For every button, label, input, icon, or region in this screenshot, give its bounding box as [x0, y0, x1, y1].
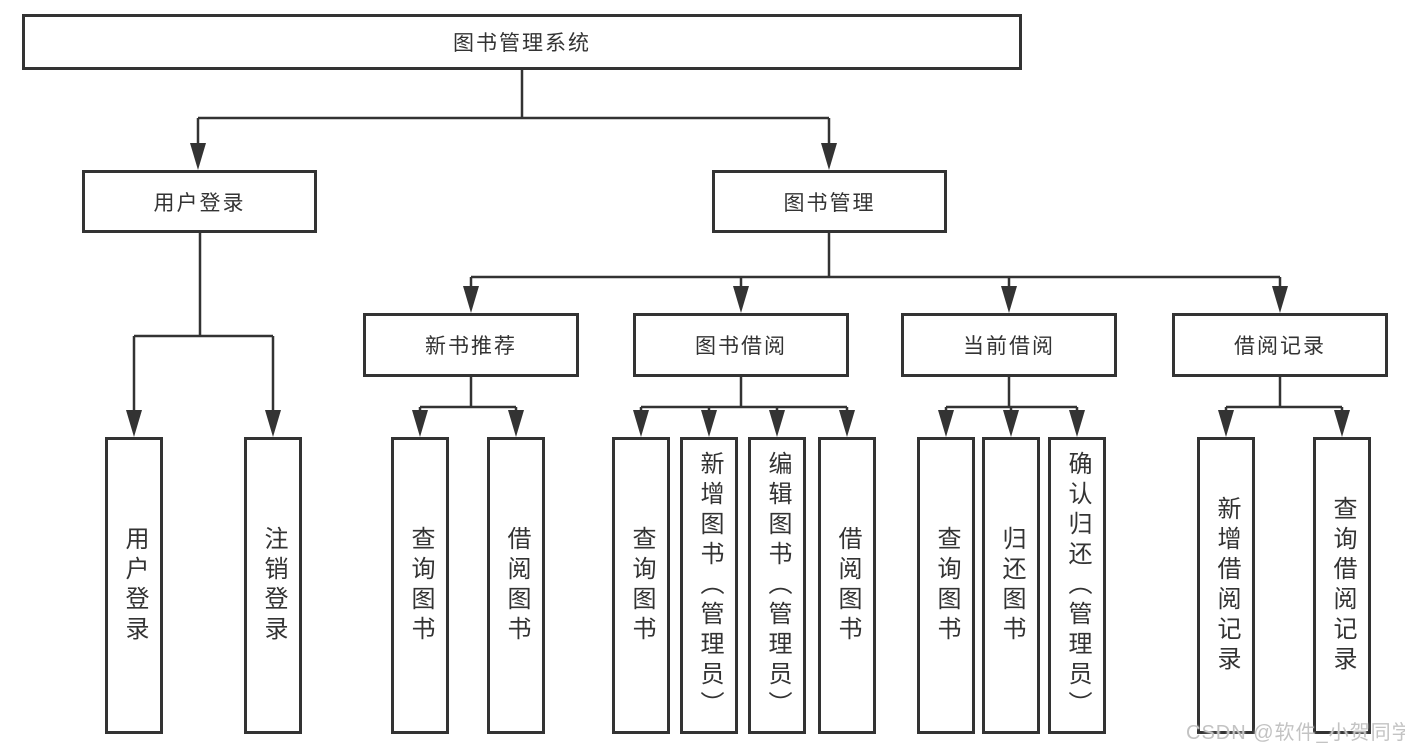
node-book-borrowing: 图书借阅: [633, 313, 849, 377]
leaf-query-books-newbook: 查询图书: [391, 437, 449, 734]
leaf-borrow-books-borrowing: 借阅图书: [818, 437, 876, 734]
node-book-management: 图书管理: [712, 170, 947, 233]
leaf-logout: 注销登录: [244, 437, 302, 734]
node-borrowing-records: 借阅记录: [1172, 313, 1388, 377]
leaf-query-books-borrowing: 查询图书: [612, 437, 670, 734]
node-system-root: 图书管理系统: [22, 14, 1022, 70]
leaf-user-login: 用户登录: [105, 437, 163, 734]
leaf-edit-books-admin: 编辑图书（管理员）: [748, 437, 806, 734]
leaf-query-books-current: 查询图书: [917, 437, 975, 734]
leaf-add-books-admin: 新增图书（管理员）: [680, 437, 738, 734]
leaf-borrow-books-newbook: 借阅图书: [487, 437, 545, 734]
leaf-confirm-return-admin: 确认归还（管理员）: [1048, 437, 1106, 734]
node-new-book-recommendation: 新书推荐: [363, 313, 579, 377]
leaf-return-books: 归还图书: [982, 437, 1040, 734]
csdn-watermark: CSDN @软件_小贺同学: [1186, 722, 1405, 744]
arrowheads: [126, 143, 1350, 437]
leaf-query-borrow-record: 查询借阅记录: [1313, 437, 1371, 734]
node-user-login: 用户登录: [82, 170, 317, 233]
node-current-borrowing: 当前借阅: [901, 313, 1117, 377]
leaf-add-borrow-record: 新增借阅记录: [1197, 437, 1255, 734]
